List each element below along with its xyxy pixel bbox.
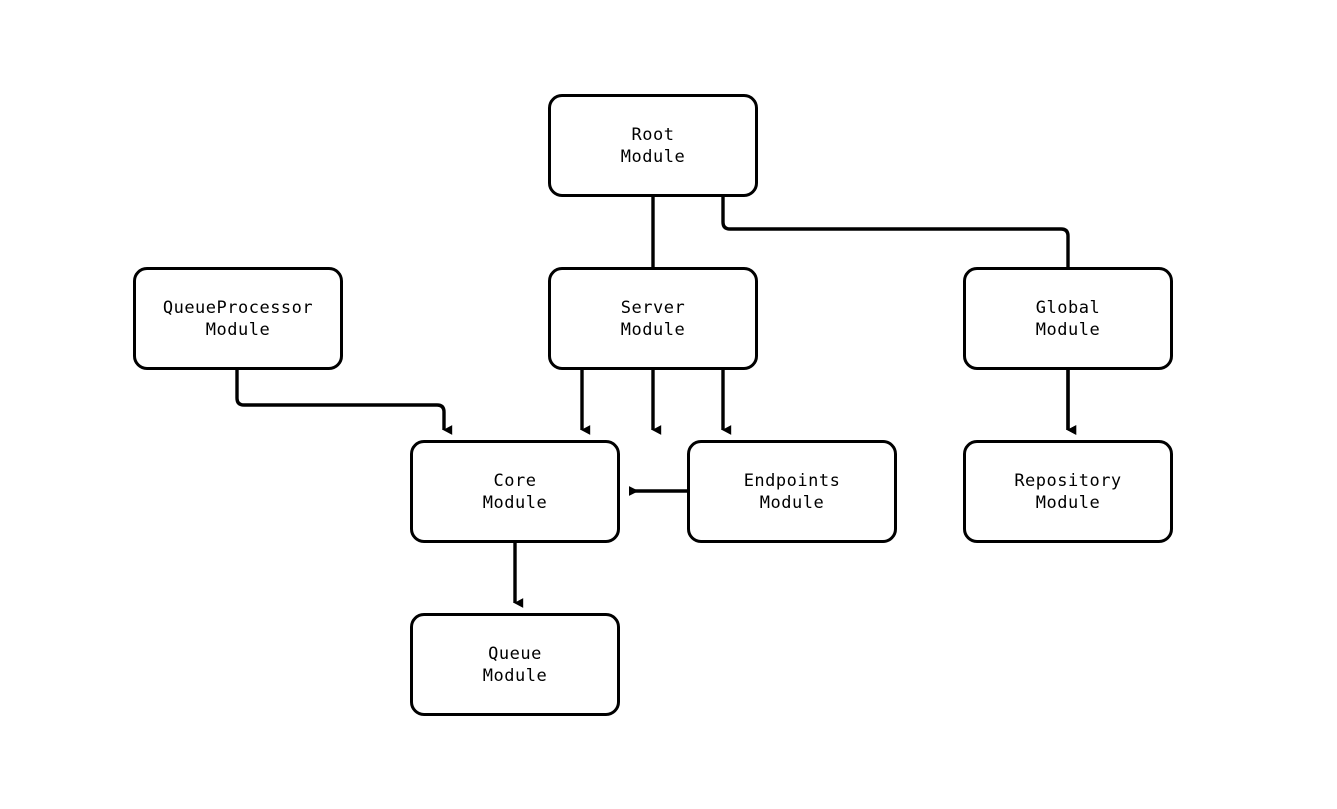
node-global-module-line1: Global [1035, 297, 1101, 318]
node-server-module-line1: Server [620, 297, 686, 318]
node-root-module-line1: Root [631, 124, 675, 145]
node-core-module-line1: Core [493, 470, 537, 491]
node-endpoints-module[interactable]: Endpoints Module [687, 440, 897, 543]
node-queue-module[interactable]: Queue Module [410, 613, 620, 716]
node-queue-module-line1: Queue [488, 643, 542, 664]
node-repository-module-line2: Module [1035, 492, 1101, 513]
node-endpoints-module-line1: Endpoints [743, 470, 841, 491]
node-queueprocessor-module-line1: QueueProcessor [162, 297, 314, 318]
node-queue-module-line2: Module [482, 665, 548, 686]
node-core-module-line2: Module [482, 492, 548, 513]
node-repository-module-line1: Repository [1014, 470, 1122, 491]
edge-root-to-global [721, 197, 1077, 435]
node-server-module[interactable]: Server Module [548, 267, 758, 370]
node-queueprocessor-module-line2: Module [205, 319, 271, 340]
edge-queueprocessor-to-core [235, 370, 453, 435]
node-server-module-line2: Module [620, 319, 686, 340]
node-core-module[interactable]: Core Module [410, 440, 620, 543]
node-endpoints-module-line2: Module [759, 492, 825, 513]
node-repository-module[interactable]: Repository Module [963, 440, 1173, 543]
node-global-module[interactable]: Global Module [963, 267, 1173, 370]
node-root-module-line2: Module [620, 146, 686, 167]
node-global-module-line2: Module [1035, 319, 1101, 340]
node-root-module[interactable]: Root Module [548, 94, 758, 197]
node-queueprocessor-module[interactable]: QueueProcessor Module [133, 267, 343, 370]
